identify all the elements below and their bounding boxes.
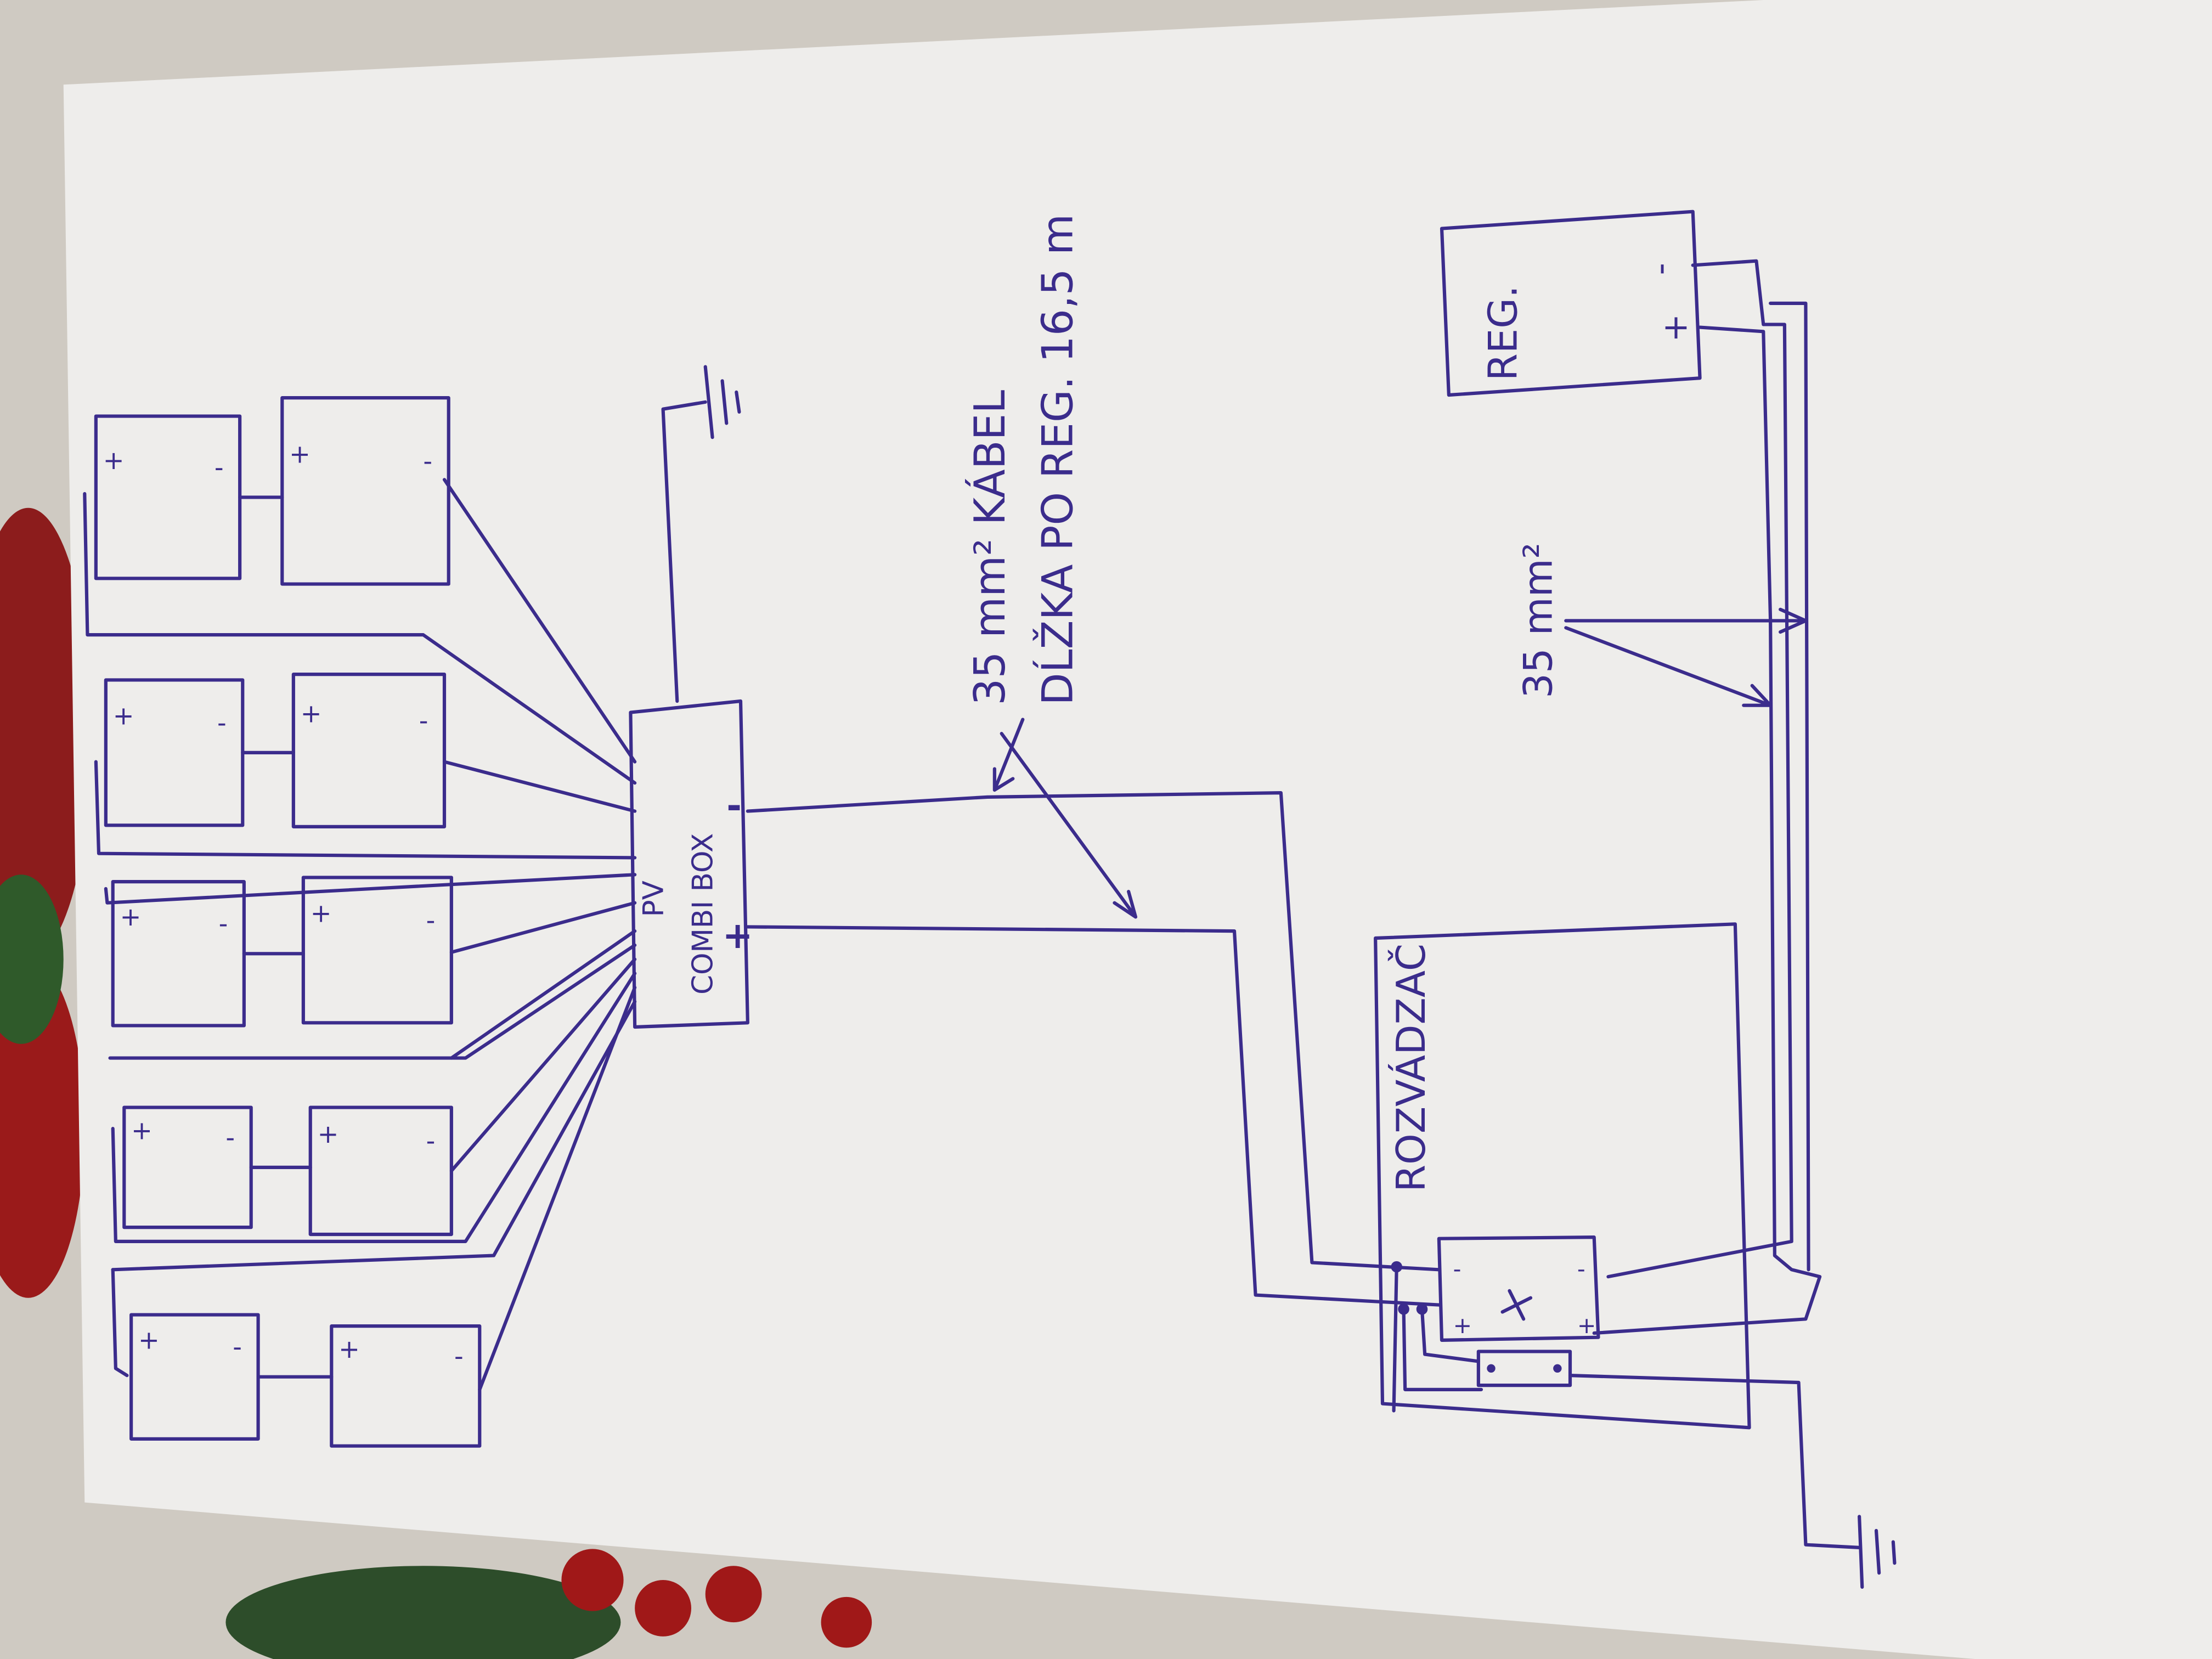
ground-icon bbox=[1568, 1374, 1897, 1589]
cable-note-length: DĹŽKA PO REG. 16,5 m bbox=[1032, 214, 1082, 706]
panel-plus: + bbox=[289, 439, 311, 469]
regulator-minus: - bbox=[1640, 263, 1680, 275]
panel-minus: - bbox=[219, 909, 228, 939]
svg-text:-: - bbox=[1577, 1256, 1585, 1282]
panel-plus: + bbox=[103, 445, 125, 475]
panel-plus: + bbox=[113, 701, 134, 730]
svg-text:+: + bbox=[1453, 1312, 1472, 1339]
combibox-minus: - bbox=[726, 784, 742, 827]
panel-outline bbox=[291, 673, 447, 828]
cable-note-regulator: 35 mm² bbox=[1515, 543, 1561, 698]
solar-panel: +- bbox=[111, 880, 246, 1028]
panel-plus: + bbox=[311, 898, 332, 928]
panel-plus: + bbox=[318, 1119, 339, 1149]
panel-plus: + bbox=[301, 699, 322, 729]
switchboard: ROZVÁDZAČ + + - - bbox=[1374, 922, 1751, 1430]
combibox-plus: + bbox=[723, 914, 753, 957]
solar-panels: +-+-+-+-+-+-+-+-+-+- bbox=[94, 396, 482, 1448]
cable-annotation: 35 mm² KÁBEL DĹŽKA PO REG. 16,5 m bbox=[966, 214, 1138, 919]
panel-plus: + bbox=[138, 1325, 160, 1355]
solar-panel: +- bbox=[280, 396, 450, 586]
panel-plus: + bbox=[338, 1334, 360, 1364]
svg-text:+: + bbox=[1577, 1312, 1596, 1339]
panel-plus: + bbox=[120, 902, 142, 932]
panel-minus: - bbox=[233, 1332, 242, 1362]
solar-panel: +- bbox=[301, 876, 453, 1025]
panel-minus: - bbox=[426, 1126, 436, 1156]
regulator: REG. + - bbox=[1440, 210, 1822, 1335]
combibox-label: COMBI BOX bbox=[687, 833, 720, 995]
ground-icon bbox=[661, 365, 741, 703]
combibox-label-pv: PV bbox=[637, 881, 670, 917]
panel-minus: - bbox=[215, 453, 224, 482]
panel-minus: - bbox=[419, 706, 428, 735]
panel-minus: - bbox=[423, 446, 432, 476]
cable-annotation-2: 35 mm² bbox=[1515, 543, 1808, 707]
svg-text:-: - bbox=[1453, 1256, 1462, 1282]
combibox-to-switchboard-cables bbox=[746, 791, 1441, 1307]
paper-sheet bbox=[63, 0, 2212, 1659]
cable-note-size: 35 mm² KÁBEL bbox=[966, 390, 1015, 706]
regulator-plus: + bbox=[1662, 307, 1690, 347]
switchboard-label: ROZVÁDZAČ bbox=[1388, 944, 1434, 1192]
fuse bbox=[1476, 1350, 1572, 1387]
panel-minus: - bbox=[217, 708, 227, 737]
panel-minus: - bbox=[454, 1341, 464, 1371]
pv-combibox: PV COMBI BOX + - bbox=[629, 699, 753, 1029]
panel-outline bbox=[280, 396, 450, 586]
panel-outline bbox=[301, 876, 453, 1025]
switchboard-device bbox=[1437, 1235, 1600, 1342]
panel-minus: - bbox=[225, 1122, 235, 1152]
panel-plus: + bbox=[131, 1115, 153, 1145]
panel-to-combibox-wires bbox=[83, 478, 637, 1391]
regulator-label: REG. bbox=[1480, 285, 1526, 381]
solar-panel: +- bbox=[291, 673, 447, 828]
panel-minus: - bbox=[426, 905, 436, 935]
